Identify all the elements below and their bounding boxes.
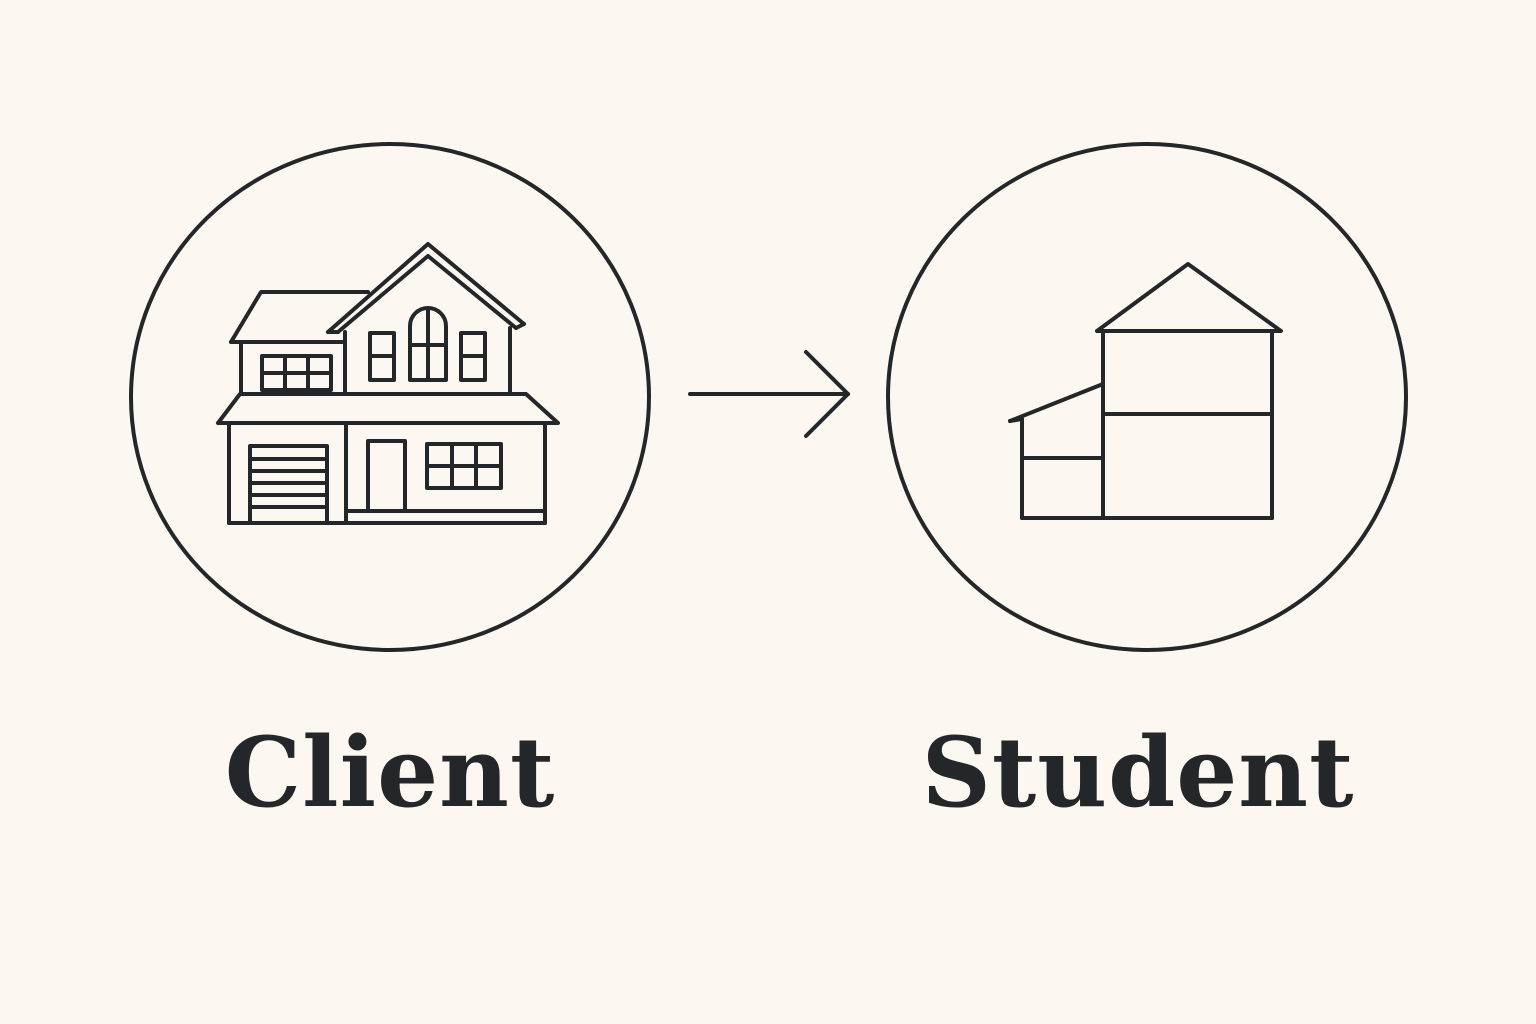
student-circle <box>886 142 1408 652</box>
arrow-right-icon <box>688 350 850 438</box>
simple-house-icon <box>1008 262 1283 520</box>
client-circle <box>129 142 651 652</box>
student-label: Student <box>921 716 1355 829</box>
client-label: Client <box>224 716 556 829</box>
detailed-house-icon <box>216 242 560 525</box>
